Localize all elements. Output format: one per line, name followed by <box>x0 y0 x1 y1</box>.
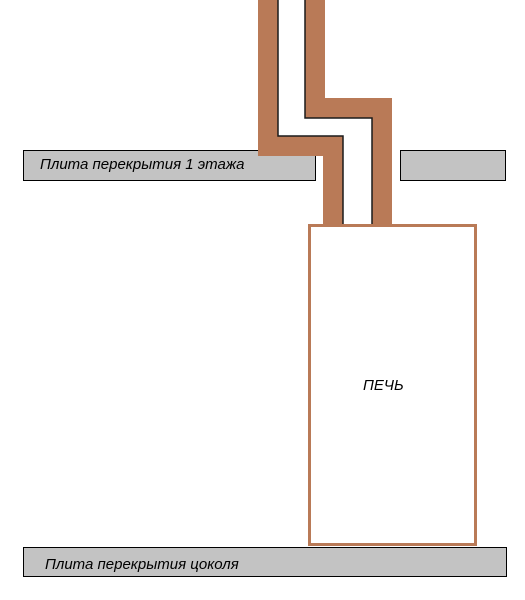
chimney-right-wall <box>305 0 392 226</box>
slab-first-floor-label: Плита перекрытия 1 этажа <box>40 156 245 173</box>
chimney-inner-edge-right <box>304 0 373 226</box>
chimney-left-wall <box>258 0 343 226</box>
stove-body <box>308 224 477 546</box>
slab-first-floor-right <box>400 150 506 181</box>
stove-label: ПЕЧЬ <box>363 377 404 394</box>
slab-basement-label: Плита перекрытия цоколя <box>45 556 239 573</box>
chimney-inner-edge-left <box>277 0 344 226</box>
slab-basement <box>23 547 507 577</box>
